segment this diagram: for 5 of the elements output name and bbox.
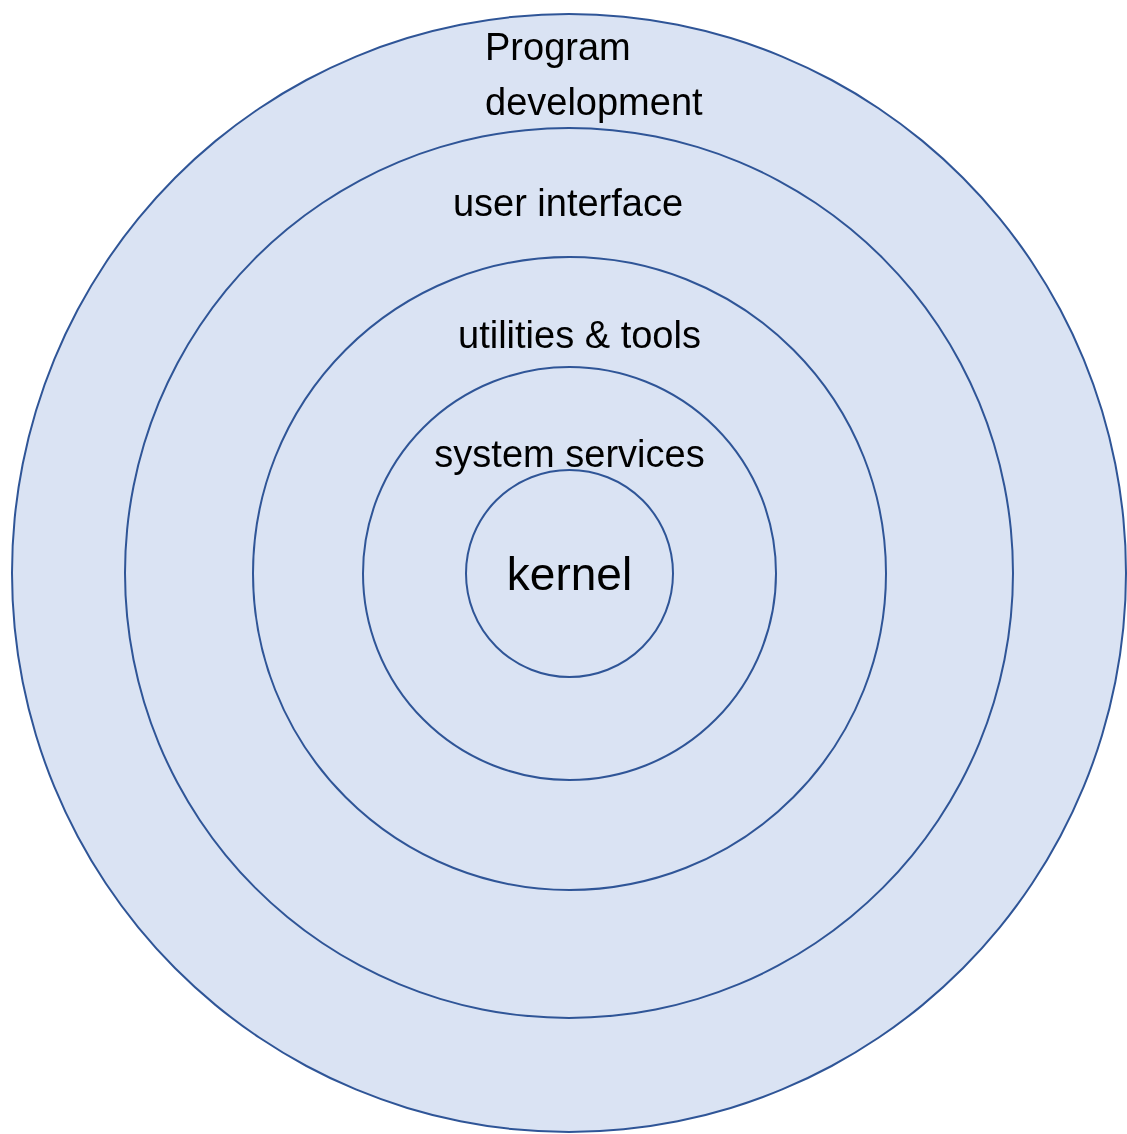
- layer-label: Program development: [485, 25, 704, 126]
- layer-label: system services: [433, 431, 706, 477]
- layer-label: user interface: [451, 181, 685, 226]
- layer-label: kernel: [505, 546, 634, 602]
- layer-label: utilities & tools: [457, 312, 702, 358]
